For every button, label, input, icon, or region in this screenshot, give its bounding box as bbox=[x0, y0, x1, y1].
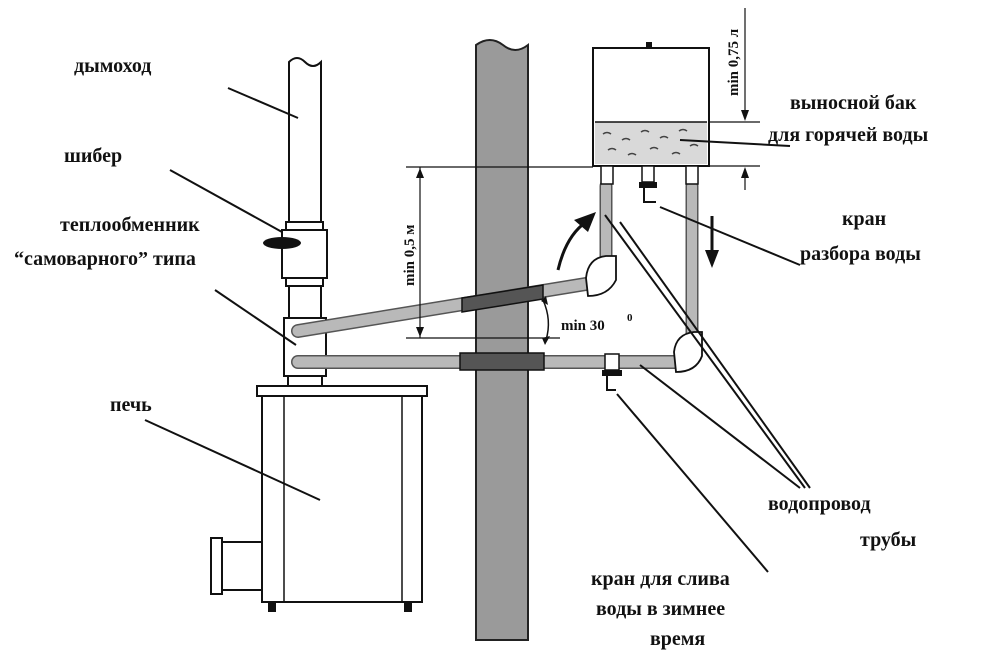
height-dimension bbox=[406, 166, 593, 339]
hot-water-tank bbox=[592, 42, 710, 185]
flow-arrow-down bbox=[705, 216, 719, 268]
drain-label-line2: воды в зимнее bbox=[596, 598, 725, 620]
flow-arrow-up bbox=[556, 212, 596, 271]
leader-drain bbox=[616, 393, 769, 573]
drain-label-line3: время bbox=[650, 628, 705, 650]
leader-pipe-3 bbox=[639, 364, 801, 489]
tank-volume-label: min 0,75 л bbox=[726, 28, 742, 96]
drain-tap bbox=[602, 353, 622, 391]
stove bbox=[210, 385, 428, 612]
leader-pipe-2 bbox=[619, 221, 811, 489]
pipe-elbow-upper bbox=[585, 255, 617, 297]
angle-dimension bbox=[541, 296, 550, 345]
leader-tank bbox=[679, 139, 791, 147]
tank-tap bbox=[639, 165, 657, 203]
angle-degree-label: 0 bbox=[627, 312, 633, 324]
stove-label: печь bbox=[110, 394, 152, 416]
damper-handle bbox=[263, 237, 301, 249]
wall-sleeve-lower bbox=[459, 352, 545, 371]
heat-exchanger-label-line2: “самоварного” типа bbox=[14, 248, 196, 270]
tap-label-line2: разбора воды bbox=[800, 243, 921, 265]
height-min-label: min 0,5 м bbox=[402, 225, 418, 286]
tank-volume-dimension bbox=[709, 8, 760, 190]
heat-exchanger-label-line1: теплообменник bbox=[60, 214, 200, 236]
pipes-label-line2: трубы bbox=[860, 529, 917, 551]
angle-min-label: min 30 bbox=[561, 318, 605, 334]
tank-label-line1: выносной бак bbox=[790, 92, 917, 114]
pipes-label-line1: водопровод bbox=[768, 493, 871, 515]
leader-stove bbox=[144, 419, 321, 501]
leader-tap bbox=[659, 206, 801, 266]
tank-label-line2: для горячей воды bbox=[768, 124, 929, 146]
drain-label-line1: кран для слива bbox=[591, 568, 730, 590]
chimney-label: дымоход bbox=[74, 55, 151, 77]
leader-chimney bbox=[227, 87, 299, 119]
leader-pipe-1 bbox=[604, 214, 806, 489]
tap-label-line1: кран bbox=[842, 208, 886, 230]
leader-heat-exchanger bbox=[214, 289, 297, 346]
wall bbox=[475, 39, 529, 641]
damper-label: шибер bbox=[64, 145, 122, 167]
pipe-elbow-lower bbox=[673, 331, 703, 373]
leader-damper bbox=[169, 169, 283, 233]
